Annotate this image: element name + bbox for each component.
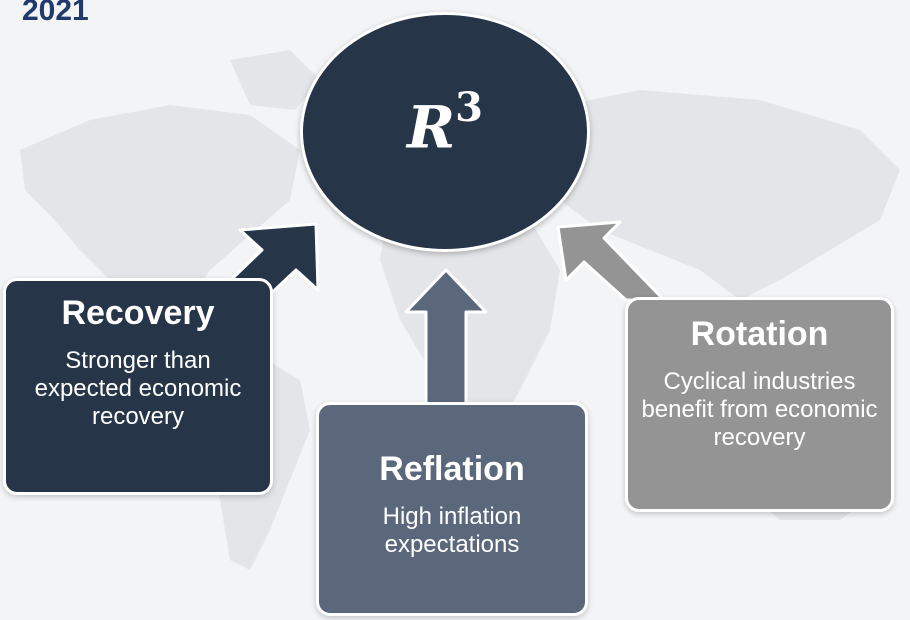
r-exponent: 3: [455, 84, 484, 132]
reflation-arrow: [404, 268, 488, 406]
recovery-title: Recovery: [61, 294, 215, 332]
reflation-description: High inflation expectations: [382, 503, 522, 558]
reflation-title: Reflation: [379, 450, 525, 488]
recovery-description: Stronger than expected economic recovery: [34, 347, 242, 430]
recovery-card: Recovery Stronger than expected economic…: [3, 278, 273, 495]
r-cubed-circle: R3: [300, 12, 590, 252]
rotation-title: Rotation: [690, 315, 829, 353]
rotation-card: Rotation Cyclical industries benefit fro…: [625, 297, 894, 512]
r-symbol: R: [406, 93, 456, 162]
r-cubed-label: R3: [406, 84, 483, 162]
reflation-card: Reflation High inflation expectations: [316, 402, 588, 616]
rotation-arrow: [556, 220, 666, 302]
rotation-description: Cyclical industries benefit from economi…: [641, 368, 878, 451]
year-label: 2021: [22, 0, 89, 27]
